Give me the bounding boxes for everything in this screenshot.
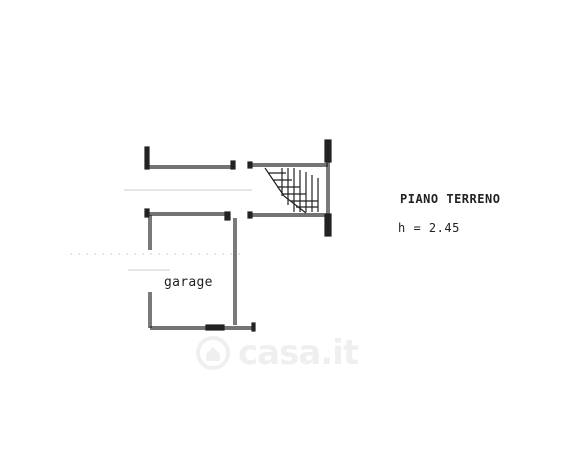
wall-middle xyxy=(144,208,231,250)
floor-title: PIANO TERRENO xyxy=(400,192,501,206)
stair-block xyxy=(247,139,332,237)
casa-logo-icon xyxy=(196,336,230,370)
garage-walls xyxy=(148,218,256,332)
wall-top-left xyxy=(144,146,236,170)
ceiling-height-label: h = 2.45 xyxy=(398,221,460,235)
scan-artifacts xyxy=(70,189,252,271)
room-label-garage: garage xyxy=(164,275,213,290)
watermark: casa.it xyxy=(196,330,376,376)
watermark-text: casa.it xyxy=(238,333,359,373)
